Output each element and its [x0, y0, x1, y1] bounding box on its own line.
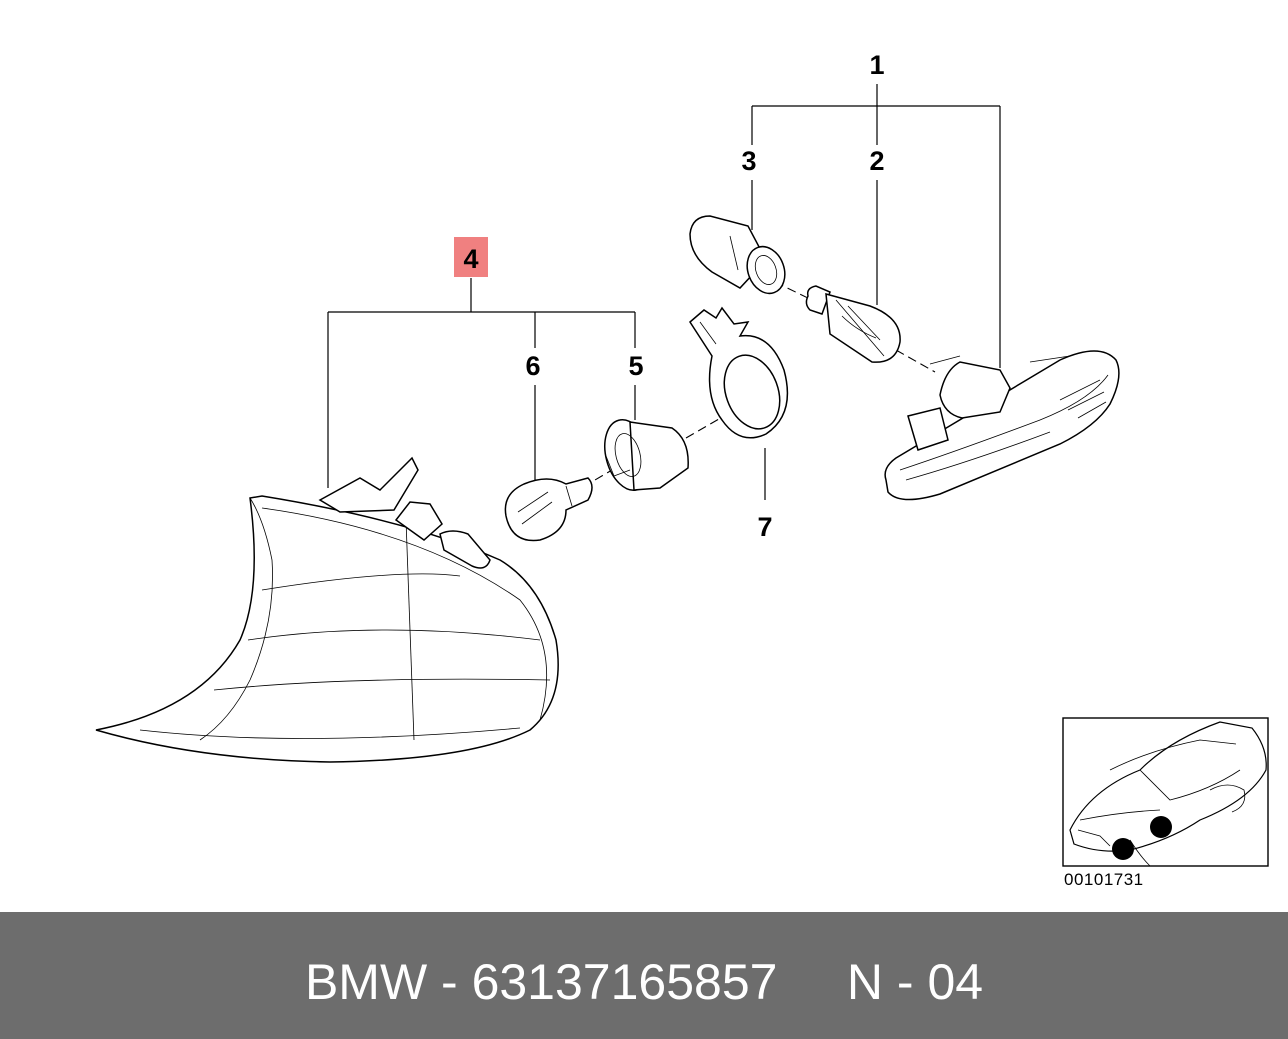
gasket-part-7	[689, 306, 789, 439]
callout-7: 7	[757, 512, 772, 542]
callout-1: 1	[869, 50, 884, 80]
turn-signal-lens-part-4	[95, 456, 559, 763]
callout-2: 2	[869, 146, 884, 176]
location-marker-front	[1112, 838, 1134, 860]
side-marker-light-part-1	[884, 350, 1120, 501]
callout-labels: 4 1 3 2 6 5 7	[454, 50, 885, 542]
footer-bar: BMW - 63137165857 N - 04	[0, 912, 1288, 1039]
leader-lines-group-4	[327, 278, 766, 500]
part-number-caption: BMW - 63137165857 N - 04	[304, 954, 984, 1010]
diagram-reference-code: 00101731	[1064, 870, 1144, 889]
bulb-part-6	[504, 477, 593, 542]
vehicle-location-inset	[1062, 717, 1269, 867]
bulb-part-2	[805, 285, 901, 363]
location-marker-side	[1150, 816, 1172, 838]
callout-3: 3	[741, 146, 756, 176]
callout-4: 4	[463, 244, 478, 274]
callout-4-highlight	[454, 237, 488, 277]
leader-lines-group-1	[751, 84, 1001, 368]
callout-6: 6	[525, 351, 540, 381]
bulb-socket-part-5	[604, 419, 689, 491]
callout-5: 5	[628, 351, 643, 381]
bulb-socket-part-3	[689, 215, 786, 295]
exploded-parts-diagram: 4 1 3 2 6 5 7	[95, 50, 1269, 867]
